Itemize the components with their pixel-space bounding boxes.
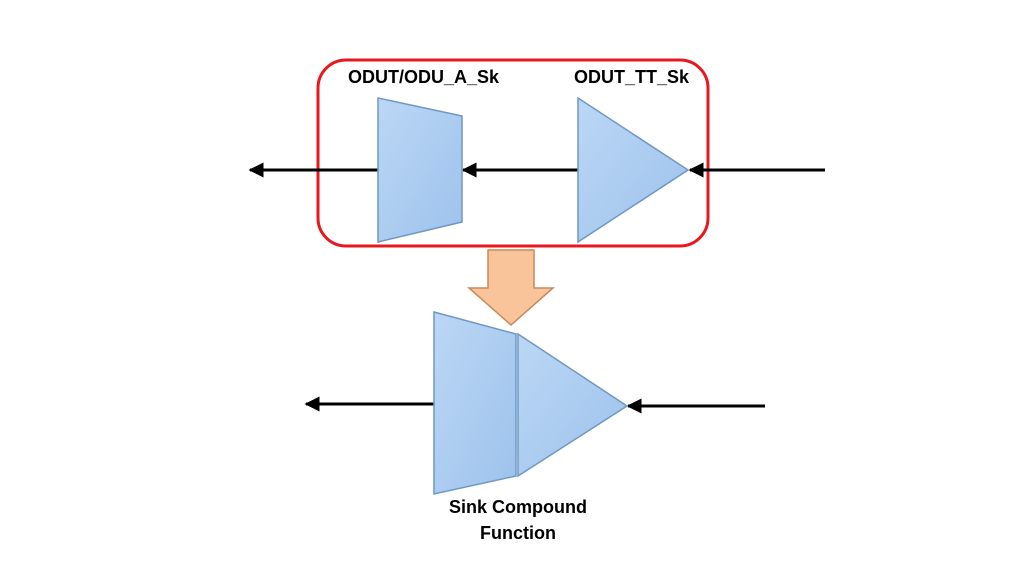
trail-termination-sink-triangle [577, 96, 690, 244]
caption-line-2: Function [480, 523, 556, 543]
caption-line-1: Sink Compound [449, 497, 587, 517]
compound-function-caption: Sink Compound Function [418, 494, 618, 546]
compound-termination-triangle [517, 332, 629, 478]
adaptation-sink-label: ODUT/ODU_A_Sk [348, 67, 500, 87]
compound-adaptation-trapezoid [433, 311, 517, 495]
adaptation-sink-trapezoid [377, 97, 463, 243]
trail-termination-sink-label: ODUT_TT_Sk [574, 67, 690, 87]
compound-grouping-border [316, 58, 710, 248]
transform-down-arrow [467, 249, 555, 326]
